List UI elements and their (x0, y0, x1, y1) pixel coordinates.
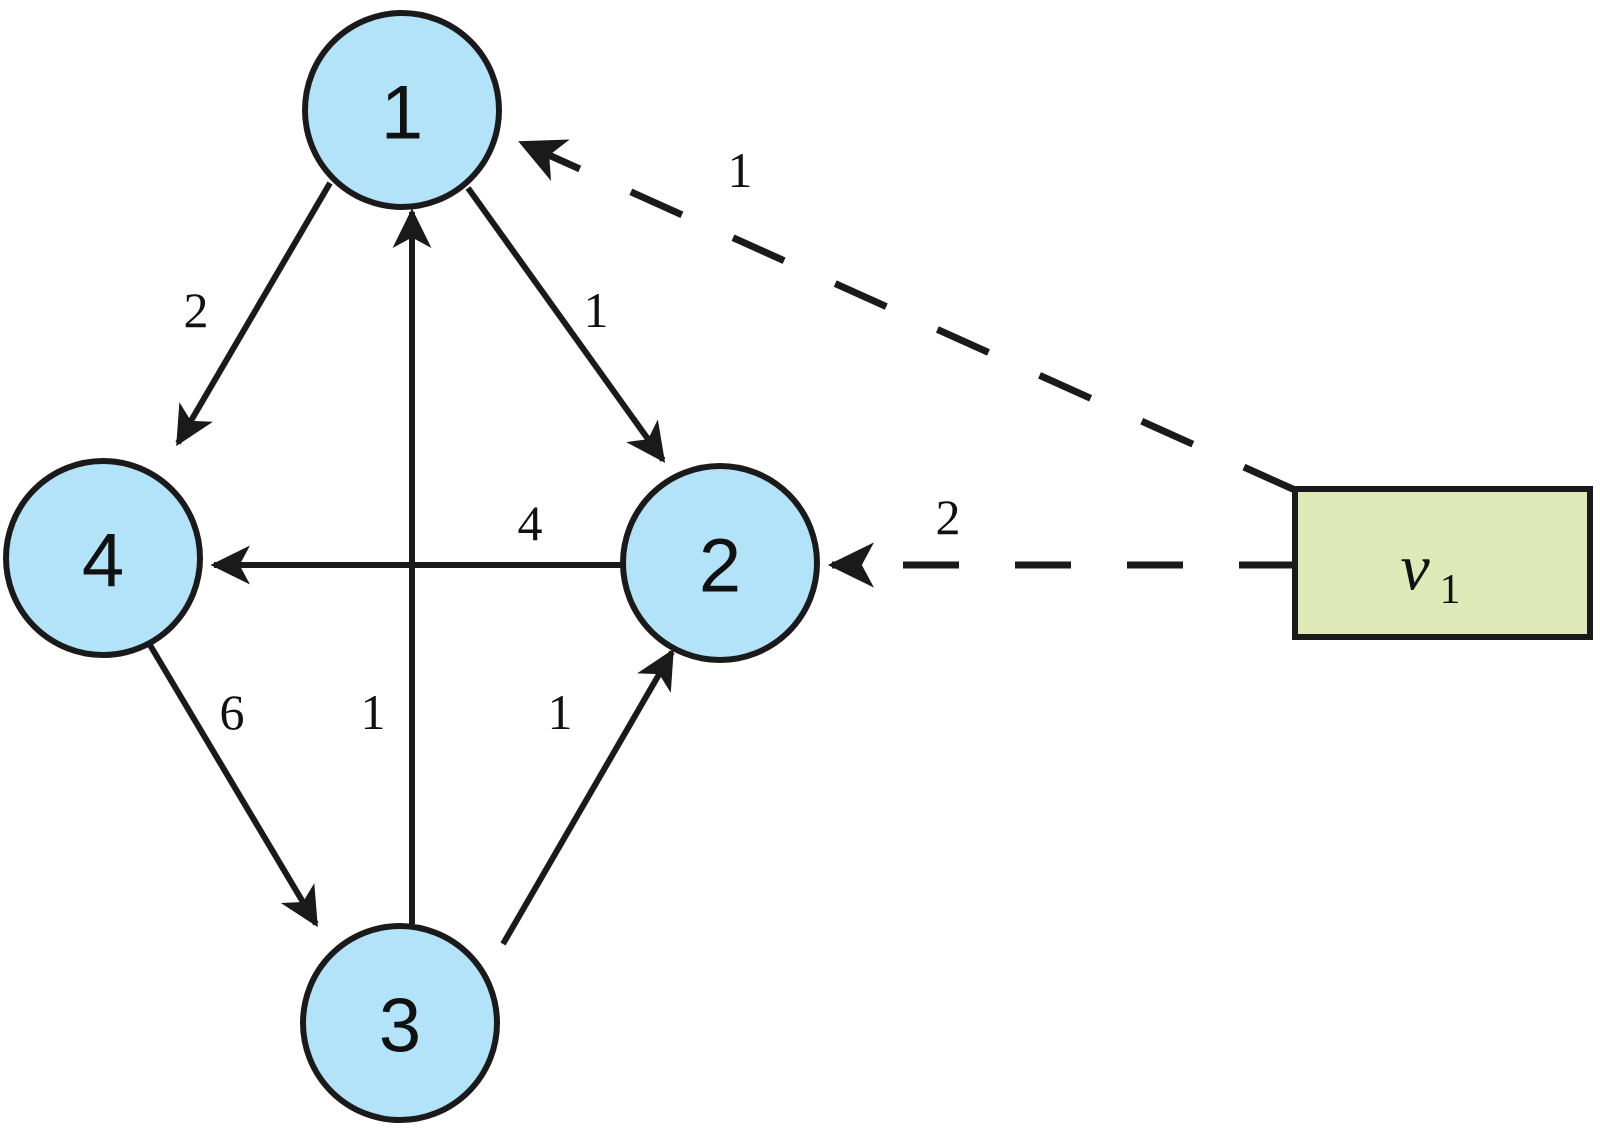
vector-annotation-label-subscript: 1 (1440, 567, 1461, 613)
edge-4-to-3-weight: 6 (220, 684, 245, 740)
edge-4-to-3: 6 (147, 643, 319, 928)
node-2-circle[interactable] (620, 463, 820, 663)
edge-4-to-3-line (147, 643, 319, 928)
edge-v1-to-2-weight: 2 (936, 489, 961, 545)
vector-annotation-box-rect[interactable] (1292, 486, 1593, 640)
edge-3-to-2: 1 (500, 648, 675, 946)
edge-1-to-2-weight: 1 (584, 282, 609, 338)
edge-v1-to-1-line (518, 139, 1297, 494)
edge-2-to-4-weight: 4 (518, 495, 543, 551)
node-4[interactable]: 4 (3, 458, 203, 658)
edge-3-to-1: 1 (361, 208, 432, 924)
edge-v1-to-1-weight: 1 (728, 142, 753, 198)
node-layer: 1 2 3 4 (3, 10, 820, 1123)
vector-annotation-label-main: v (1400, 532, 1430, 605)
node-3[interactable]: 3 (300, 923, 500, 1123)
node-2-label: 2 (699, 524, 741, 609)
edge-3-to-2-line (500, 648, 675, 946)
vector-annotation-box[interactable]: v 1 (1292, 486, 1593, 640)
node-3-label: 3 (379, 984, 421, 1069)
node-1-circle[interactable] (302, 10, 502, 210)
edge-1-to-2: 1 (465, 186, 666, 463)
edge-1-to-2-line (465, 186, 666, 463)
edge-layer: 2 1 4 1 6 (147, 139, 1297, 946)
edge-1-to-4-line (175, 181, 333, 447)
node-4-circle[interactable] (3, 458, 203, 658)
node-1[interactable]: 1 (302, 10, 502, 210)
edge-3-to-1-weight: 1 (361, 684, 386, 740)
node-3-circle[interactable] (300, 923, 500, 1123)
edge-2-to-4: 4 (210, 495, 622, 585)
edge-3-to-2-weight: 1 (548, 684, 573, 740)
edge-1-to-4: 2 (175, 181, 333, 447)
node-4-label: 4 (82, 519, 124, 604)
edge-1-to-4-weight: 2 (184, 282, 209, 338)
edge-v1-to-1-dashed: 1 (518, 139, 1297, 494)
node-1-label: 1 (381, 71, 423, 156)
node-2[interactable]: 2 (620, 463, 820, 663)
edge-v1-to-2-dashed: 2 (827, 489, 1295, 588)
